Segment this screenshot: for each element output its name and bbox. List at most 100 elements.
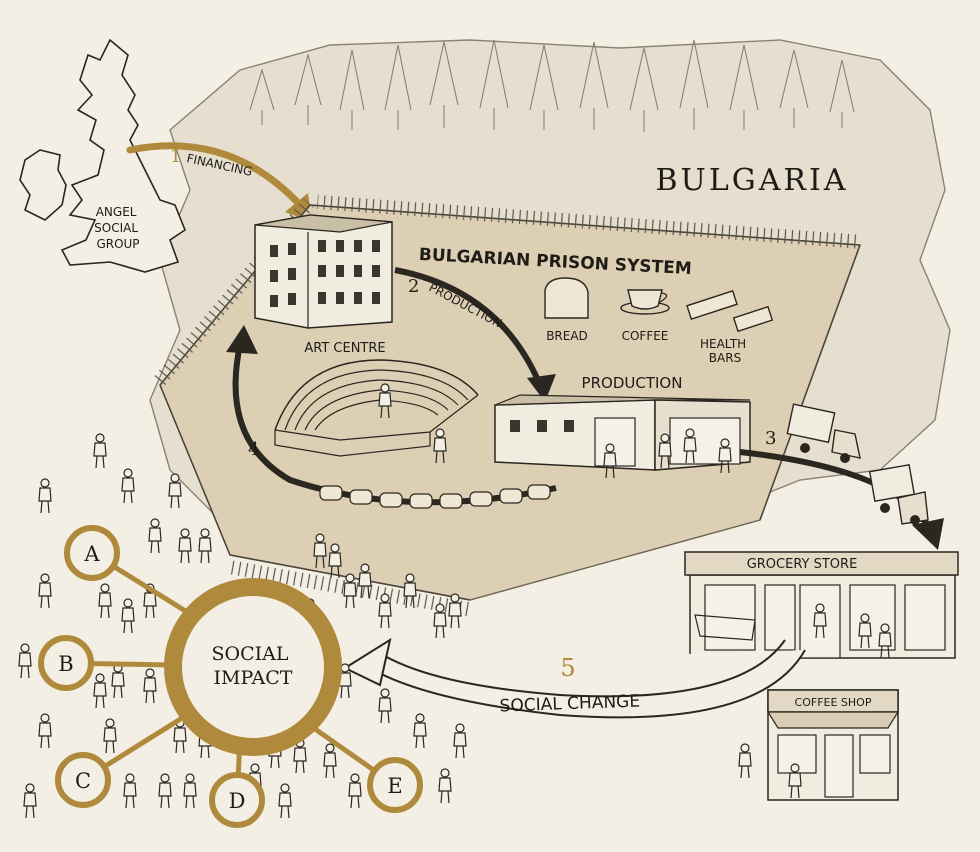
prison-fence [316, 194, 857, 249]
production-factory [494, 394, 751, 471]
product-coffee: COFFEE [620, 289, 670, 343]
person-figure [738, 743, 752, 779]
bread-loaves-row [319, 484, 551, 509]
person-figure [121, 468, 135, 504]
product-label-line: BARS [709, 351, 741, 365]
person-figure [323, 743, 337, 779]
person-figure [378, 593, 392, 629]
financing-arrow [126, 142, 304, 209]
prison-building [254, 214, 393, 329]
social-impact-label: SOCIAL IMPACT [211, 643, 294, 689]
impact-node-e: E [367, 757, 423, 813]
person-figure [93, 673, 107, 709]
person-figure [293, 738, 307, 774]
person-figure [358, 563, 372, 599]
person-figure [378, 383, 392, 419]
person-figure [343, 573, 357, 609]
product-label: BREAD [546, 329, 588, 343]
product-label: HEALTH BARS [700, 337, 750, 365]
person-figure [813, 603, 827, 639]
delivery-truck-icon [786, 403, 861, 463]
production-arrow [394, 267, 543, 387]
product-label: COFFEE [622, 329, 669, 343]
social-impact-label-line: SOCIAL [211, 643, 288, 665]
social-change-arrow [364, 649, 806, 719]
grocery-store-label: GROCERY STORE [747, 557, 858, 572]
person-figure [718, 438, 732, 474]
uk-label: ANGEL SOCIAL GROUP [94, 205, 142, 251]
step-1-number: 1 [170, 146, 181, 167]
step-2-number: 2 [408, 276, 419, 297]
person-figure [448, 593, 462, 629]
impact-node-b: B [38, 635, 94, 691]
person-figure [148, 518, 162, 554]
person-figure [788, 763, 802, 799]
factory-label: PRODUCTION [582, 374, 683, 392]
impact-node-letter: B [58, 652, 73, 676]
person-figure [93, 433, 107, 469]
art-centre-amphitheatre [274, 359, 479, 457]
step-3-number: 3 [765, 428, 776, 449]
person-figure [433, 603, 447, 639]
prison-fence [159, 384, 471, 601]
person-figure [378, 688, 392, 724]
ireland-map [19, 149, 67, 221]
impact-node-a: A [64, 525, 120, 581]
bread-icon [349, 489, 373, 505]
person-figure [313, 533, 327, 569]
person-figure [111, 663, 125, 699]
coffee-cup-icon [620, 289, 670, 315]
bread-icon [499, 488, 523, 504]
art-centre-label: ART CENTRE [304, 341, 385, 356]
person-figure [158, 773, 172, 809]
country-title: BULGARIA [656, 163, 849, 198]
person-figure [183, 773, 197, 809]
bread-icon [527, 484, 551, 500]
person-figure [18, 643, 32, 679]
person-figure [603, 443, 617, 479]
person-figure [38, 573, 52, 609]
person-figure [348, 773, 362, 809]
impact-node-letter: E [387, 774, 402, 798]
shopping-cart-icon [694, 614, 756, 641]
social-change-arrowhead [342, 637, 392, 687]
social-impact-label-line: IMPACT [214, 667, 293, 689]
step-4-number: 4 [248, 439, 259, 460]
person-figure [38, 713, 52, 749]
person-figure [178, 528, 192, 564]
product-label-line: HEALTH [700, 337, 746, 351]
person-figure [433, 428, 447, 464]
health-bar-icon [686, 290, 774, 333]
person-figure [438, 768, 452, 804]
impact-node-d: D [209, 772, 265, 828]
production-arrowhead [527, 374, 556, 402]
person-figure [143, 668, 157, 704]
person-figure [453, 723, 467, 759]
person-figure [413, 713, 427, 749]
person-figure [23, 783, 37, 819]
bread-icon [469, 491, 493, 507]
delivery-truck-icon [868, 463, 929, 525]
social-change-arrow [377, 639, 786, 698]
person-figure [121, 598, 135, 634]
coffee-shop-label: COFFEE SHOP [795, 696, 872, 709]
person-figure [278, 783, 292, 819]
person-figure [103, 718, 117, 754]
impact-node-letter: D [229, 789, 246, 813]
uk-label-line: GROUP [96, 237, 139, 251]
uk-label-line: SOCIAL [94, 221, 138, 235]
person-figure [38, 478, 52, 514]
impact-node-letter: C [75, 769, 91, 793]
person-figure [658, 433, 672, 469]
impact-node-c: C [55, 752, 111, 808]
uk-label-line: ANGEL [96, 205, 137, 219]
product-bread: BREAD [544, 277, 589, 343]
step-5-number: 5 [560, 654, 575, 682]
step-5-label: SOCIAL CHANGE [499, 692, 640, 717]
person-figure [328, 543, 342, 579]
person-figure [683, 428, 697, 464]
person-figure [878, 623, 892, 659]
person-figure [123, 773, 137, 809]
person-figure [198, 528, 212, 564]
